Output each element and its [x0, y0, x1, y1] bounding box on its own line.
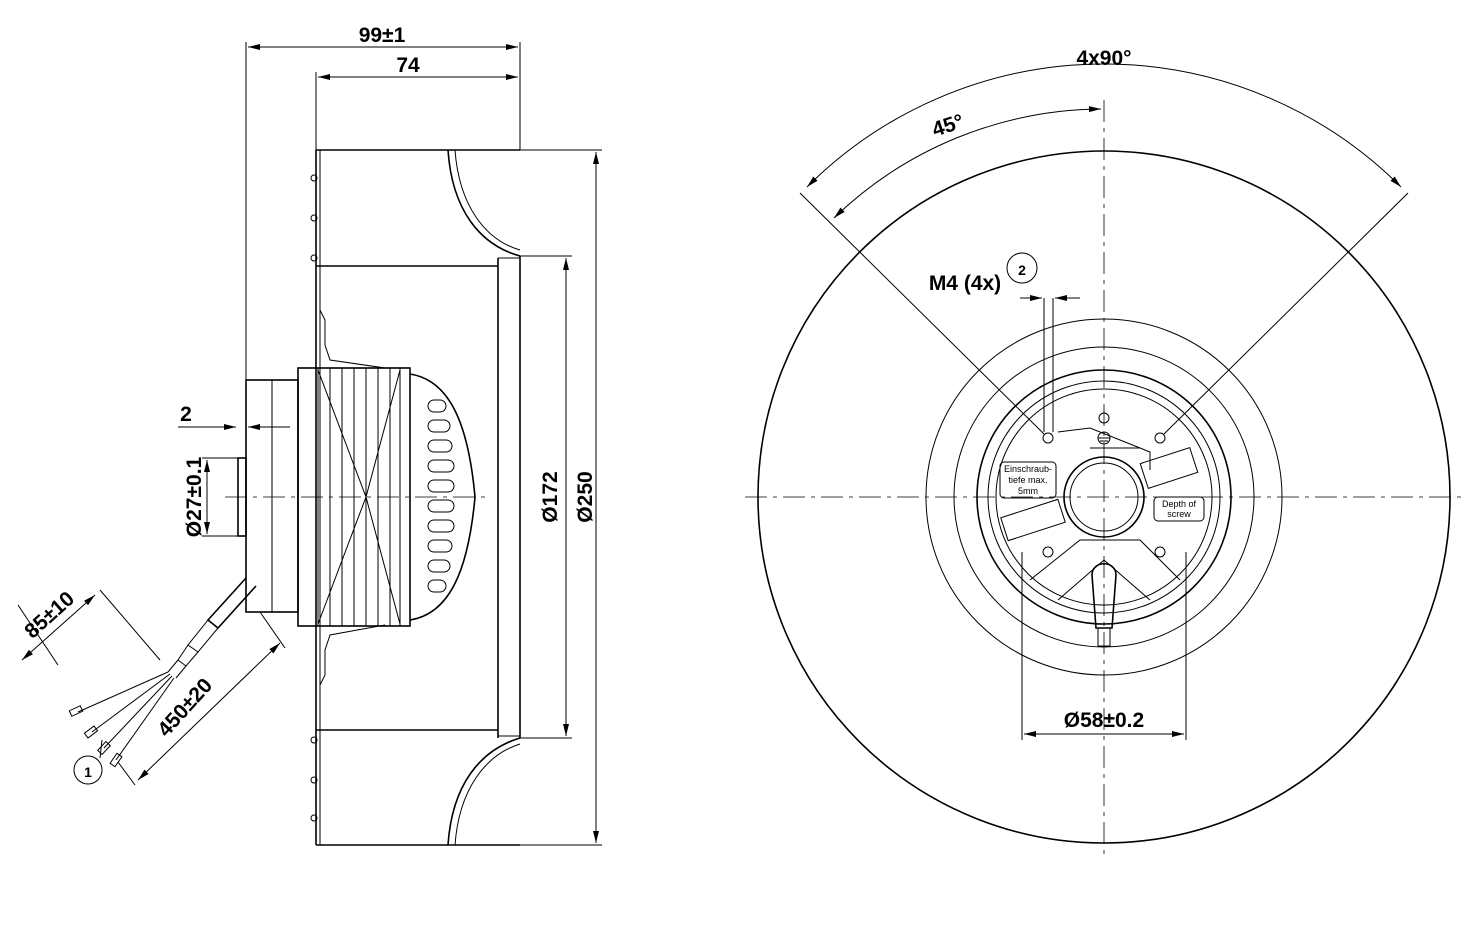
ground-icon [1097, 431, 1111, 445]
label-en-line2: screw [1167, 509, 1191, 519]
dimension-bolt-circle: Ø58±0.2 [1021, 552, 1187, 740]
dim-total-depth-label: 99±1 [359, 24, 406, 47]
label-en-line1: Depth of [1162, 499, 1197, 509]
front-cable [1091, 562, 1117, 647]
dimension-offset: 2 [178, 403, 290, 430]
thread-callout: M4 (4x) 2 [929, 252, 1080, 432]
dim-impeller-depth-label: 74 [396, 54, 420, 77]
mounting-holes [1042, 412, 1166, 558]
cable-assembly [68, 577, 257, 768]
dimension-total-depth: 99±1 [248, 24, 518, 50]
dim-inner-diameter-label: Ø172 [539, 471, 562, 522]
dim-hub-diameter-label: Ø27±0.1 [183, 456, 206, 537]
rotor-ribs [317, 368, 401, 626]
label-de-line3: 5mm [1018, 486, 1038, 496]
dimension-outer-diameter: Ø250 [520, 149, 602, 846]
dim-angle-pattern-label: 4x90° [1076, 47, 1131, 70]
side-view: 99±1 74 [17, 24, 602, 846]
dim-offset-label: 2 [180, 403, 192, 426]
dim-outer-diameter-label: Ø250 [574, 471, 597, 522]
dim-angle-offset-label: 45° [929, 110, 966, 142]
outer-impeller-circle [757, 150, 1451, 844]
dim-lead-long-label: 450±20 [153, 674, 217, 741]
label-de-line1: Einschraub- [1004, 464, 1052, 474]
dimension-inner-diameter: Ø172 [520, 255, 572, 739]
screw-depth-label-en: Depth of screw [1153, 496, 1205, 522]
callout-1-label: 1 [84, 764, 92, 780]
screw-depth-label-de: Einschraub- tiefe max. 5mm [999, 461, 1057, 499]
front-view: 4x90° 45° M4 (4x) 2 Einschraub- tiefe ma… [745, 47, 1465, 855]
thread-spec-label: M4 (4x) [929, 272, 1001, 295]
dimension-lead-long: 450±20 [117, 611, 286, 786]
rivets [310, 174, 318, 822]
label-de-line2: tiefe max. [1008, 475, 1047, 485]
callout-1: 1 [73, 739, 103, 785]
dimension-hub-diameter: Ø27±0.1 [183, 456, 238, 537]
cooling-fins [427, 399, 455, 593]
dimension-impeller-depth: 74 [318, 54, 518, 80]
callout-2-label: 2 [1018, 262, 1026, 278]
dim-bolt-circle-label: Ø58±0.2 [1064, 709, 1144, 732]
dimension-lead-short: 85±10 [17, 587, 161, 666]
